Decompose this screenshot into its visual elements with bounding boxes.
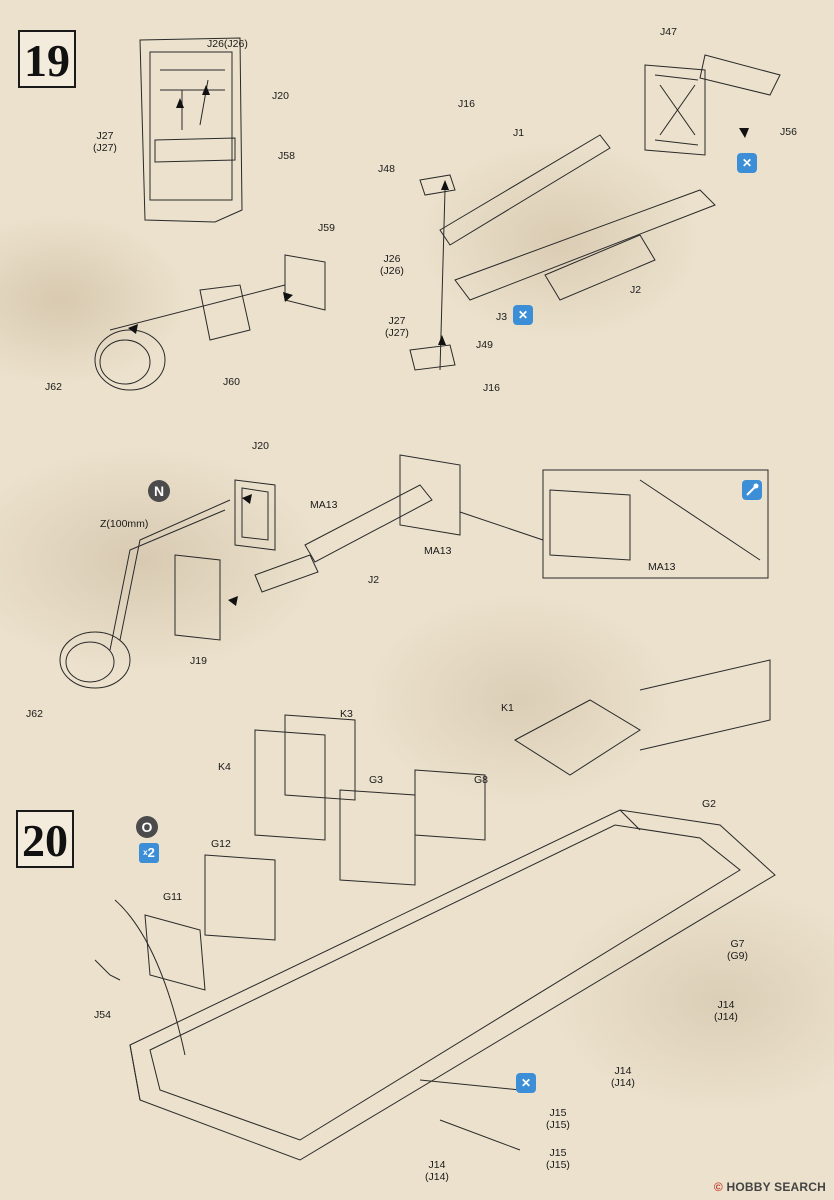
- part-label-j15-b-main: J15: [549, 1147, 567, 1159]
- part-label-k4: K4: [218, 761, 231, 773]
- part-label-j59: J59: [318, 222, 335, 234]
- part-label-j62: J62: [45, 381, 62, 393]
- part-label-g12: G12: [211, 838, 231, 850]
- part-label-j14-c-alt: (J14): [425, 1171, 449, 1183]
- part-label-j26-b-alt: (J26): [380, 265, 404, 277]
- part-label-j16-bottom: J16: [483, 382, 500, 394]
- part-label-j27-b-alt: (J27): [385, 327, 409, 339]
- part-label-j19: J19: [190, 655, 207, 667]
- part-label-j15-a-alt: (J15): [546, 1119, 570, 1131]
- part-label-j14-c-main: J14: [428, 1159, 446, 1171]
- part-label-k1: K1: [501, 702, 514, 714]
- part-label-z-wire: Z(100mm): [100, 518, 149, 530]
- part-label-j1: J1: [513, 127, 525, 139]
- watermark: © HOBBY SEARCH: [714, 1180, 826, 1194]
- part-label-j27-b: J27 (J27): [385, 315, 409, 339]
- watermark-brand: HOBBY SEARCH: [726, 1180, 826, 1194]
- part-label-j26-b: J26 (J26): [380, 253, 404, 277]
- paint-brush-icon: [742, 480, 762, 500]
- part-label-j14-a-alt: (J14): [714, 1011, 738, 1023]
- part-label-j27-main: J27: [96, 130, 114, 142]
- part-label-j15-a: J15 (J15): [546, 1107, 570, 1131]
- part-label-j48: J48: [378, 163, 395, 175]
- part-label-j14-c: J14 (J14): [425, 1159, 449, 1183]
- part-label-g3: G3: [369, 774, 384, 786]
- marker-n-icon: N: [148, 480, 170, 502]
- part-label-ma13-inset: MA13: [648, 561, 676, 573]
- part-label-j60: J60: [223, 376, 240, 388]
- cement-bottle-icon-2: ✕: [513, 305, 533, 325]
- part-label-j16-top: J16: [458, 98, 475, 110]
- repeat-x2-count: 2: [147, 845, 155, 860]
- part-label-j20-b: J20: [252, 440, 269, 452]
- cement-bottle-icon: ✕: [737, 153, 757, 173]
- part-label-j2: J2: [630, 284, 642, 296]
- part-label-j58: J58: [278, 150, 295, 162]
- part-label-g7: G7 (G9): [727, 938, 748, 962]
- paint-brush-glyph: [746, 483, 759, 496]
- part-label-j14-b: J14 (J14): [611, 1065, 635, 1089]
- part-label-j47: J47: [660, 26, 677, 38]
- part-label-j27-b-main: J27: [388, 315, 406, 327]
- part-label-j15-b: J15 (J15): [546, 1147, 570, 1171]
- part-label-j54: J54: [94, 1009, 111, 1021]
- part-label-j27-alt: (J27): [93, 142, 117, 154]
- part-label-j26-b-main: J26: [383, 253, 401, 265]
- part-label-j56: J56: [780, 126, 797, 138]
- part-label-g11: G11: [163, 891, 183, 903]
- watermark-symbol-icon: ©: [713, 1180, 723, 1194]
- part-label-g8: G8: [474, 774, 489, 786]
- part-label-j26: J26(J26): [207, 38, 248, 50]
- part-label-j62-b: J62: [26, 708, 43, 720]
- repeat-x2-icon: x2: [139, 843, 159, 863]
- part-label-g7-alt: (G9): [727, 950, 748, 962]
- part-label-k3: K3: [340, 708, 353, 720]
- part-label-j15-b-alt: (J15): [546, 1159, 570, 1171]
- part-label-j2-b: J2: [368, 574, 380, 586]
- part-label-g2: G2: [702, 798, 717, 810]
- part-label-j49: J49: [476, 339, 493, 351]
- step-number-20: 20: [16, 810, 74, 868]
- part-label-ma13-a: MA13: [310, 499, 338, 511]
- repeat-x2-prefix: x: [143, 848, 148, 857]
- part-label-j27: J27 (J27): [93, 130, 117, 154]
- marker-o-icon: O: [136, 816, 158, 838]
- part-label-j3: J3: [496, 311, 508, 323]
- part-label-j14-b-main: J14: [614, 1065, 632, 1077]
- cement-bottle-icon-3: ✕: [516, 1073, 536, 1093]
- part-label-j14-a: J14 (J14): [714, 999, 738, 1023]
- part-label-j14-a-main: J14: [717, 999, 735, 1011]
- step-number-19: 19: [18, 30, 76, 88]
- part-label-ma13-b: MA13: [424, 545, 452, 557]
- part-label-j20: J20: [272, 90, 289, 102]
- part-label-g7-main: G7: [730, 938, 745, 950]
- part-label-j14-b-alt: (J14): [611, 1077, 635, 1089]
- part-label-j15-a-main: J15: [549, 1107, 567, 1119]
